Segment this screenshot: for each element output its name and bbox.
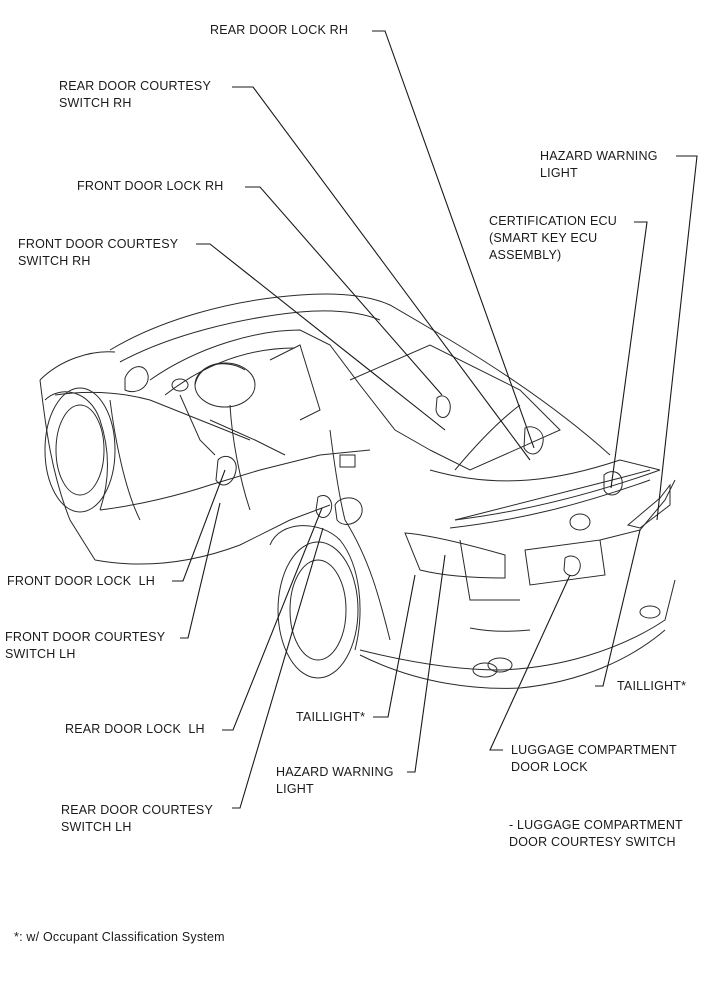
label-luggage-compartment-door-courtesy-switch: - LUGGAGE COMPARTMENT DOOR COURTESY SWIT…	[509, 818, 683, 849]
leader-taillight-center	[373, 574, 416, 718]
leader-hazard-warning-light-center	[407, 554, 446, 773]
leader-lines	[172, 30, 698, 809]
label-front-door-courtesy-switch-rh: FRONT DOOR COURTESY SWITCH RH	[18, 237, 179, 268]
leader-certification-ecu	[610, 221, 648, 489]
leader-front-door-courtesy-switch-lh	[180, 502, 221, 639]
label-luggage-compartment-door-lock: LUGGAGE COMPARTMENT DOOR LOCK	[511, 743, 677, 774]
label-certification-ecu: CERTIFICATION ECU (SMART KEY ECU ASSEMBL…	[489, 214, 617, 262]
label-taillight-right: TAILLIGHT*	[617, 679, 687, 693]
leader-rear-door-courtesy-switch-rh	[232, 86, 531, 461]
leader-front-door-lock-lh	[172, 469, 226, 582]
leader-luggage-compartment-door-lock	[489, 574, 571, 751]
leader-rear-door-courtesy-switch-lh	[232, 527, 324, 809]
label-rear-door-courtesy-switch-lh: REAR DOOR COURTESY SWITCH LH	[61, 803, 214, 834]
vehicle-illustration	[39, 293, 676, 689]
leader-front-door-courtesy-switch-rh	[196, 243, 446, 431]
label-hazard-warning-light-center: HAZARD WARNING LIGHT	[276, 765, 394, 796]
footnote: *: w/ Occupant Classification System	[14, 930, 225, 944]
leader-taillight-right	[595, 529, 641, 687]
leader-front-door-lock-rh	[245, 186, 443, 396]
label-front-door-courtesy-switch-lh: FRONT DOOR COURTESY SWITCH LH	[5, 630, 166, 661]
label-taillight-center: TAILLIGHT*	[296, 710, 366, 724]
leader-rear-door-lock-rh	[372, 30, 535, 449]
label-rear-door-lock-rh: REAR DOOR LOCK RH	[210, 23, 349, 37]
label-hazard-warning-light-right: HAZARD WARNING LIGHT	[540, 149, 658, 180]
label-rear-door-lock-lh: REAR DOOR LOCK LH	[65, 722, 205, 736]
label-rear-door-courtesy-switch-rh: REAR DOOR COURTESY SWITCH RH	[59, 79, 212, 110]
leader-hazard-warning-light-right	[656, 155, 698, 521]
label-front-door-lock-rh: FRONT DOOR LOCK RH	[77, 179, 224, 193]
leader-rear-door-lock-lh	[222, 507, 323, 731]
label-front-door-lock-lh: FRONT DOOR LOCK LH	[7, 574, 156, 588]
